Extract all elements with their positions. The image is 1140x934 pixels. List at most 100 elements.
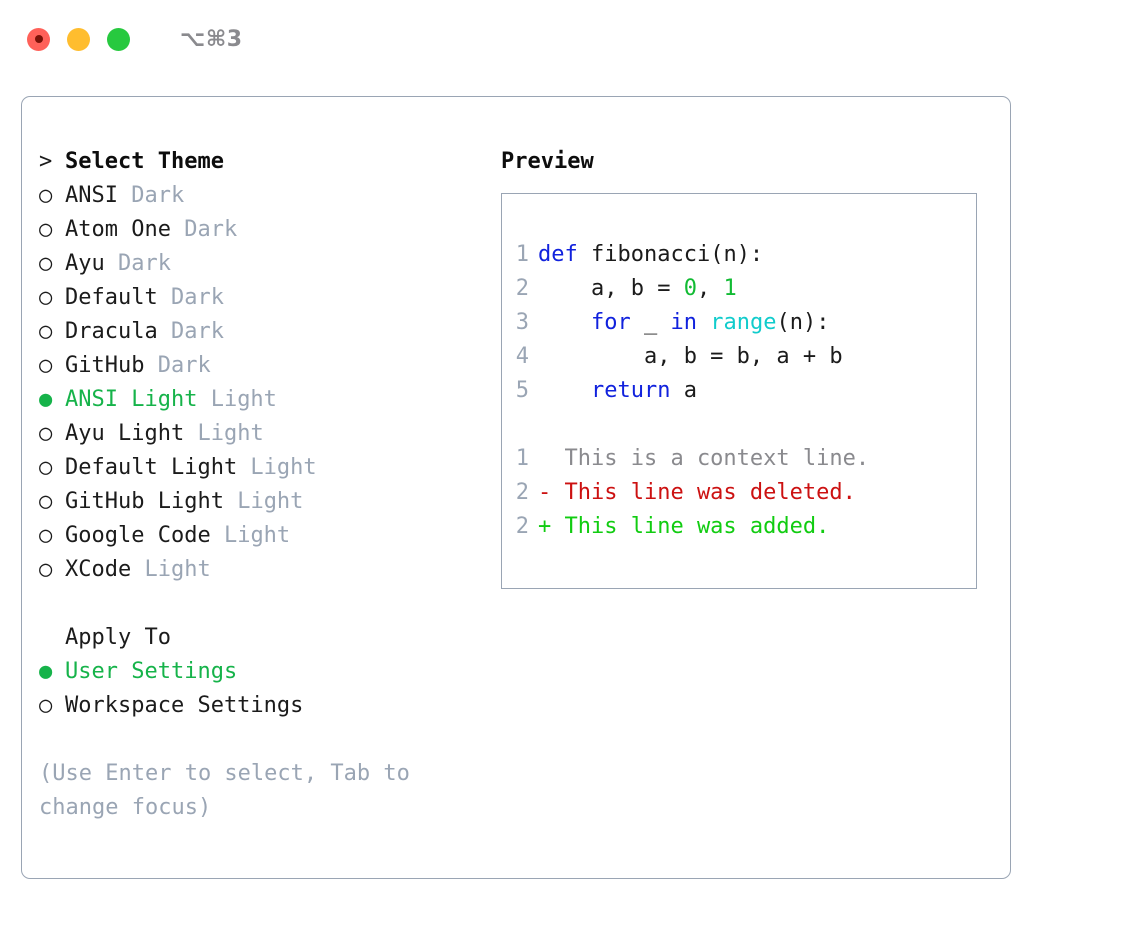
theme-item-label: ANSI Light (65, 387, 198, 412)
code-line: 2 a, b = 0, 1 (502, 272, 976, 306)
code-line-text: a, b = b, a + b (538, 340, 843, 374)
diff-line-text: + This line was added. (538, 514, 830, 539)
radio-unselected-icon[interactable]: ○ (39, 217, 53, 242)
code-token: for (590, 310, 631, 335)
radio-unselected-icon[interactable]: ○ (39, 557, 53, 582)
code-sample: 1 def fibonacci(n): 2 a, b = 0, 1 3 for _ i… (502, 238, 976, 408)
theme-list-item[interactable]: ○ GitHub Light Light (39, 485, 489, 519)
diff-line: 1 This is a context line. (502, 442, 976, 476)
theme-item-label: Ayu Light (65, 421, 185, 446)
diff-line-text: - This line was deleted. (538, 480, 856, 505)
theme-item-variant: Light (237, 455, 317, 480)
theme-item-label: GitHub Light (65, 489, 224, 514)
theme-item-variant: Dark (104, 251, 171, 276)
theme-list-item[interactable]: ○ Default Light Light (39, 451, 489, 485)
theme-item-variant: Light (131, 557, 211, 582)
apply-to-item[interactable]: ○ Workspace Settings (39, 689, 489, 723)
theme-item-label: Default (65, 285, 158, 310)
theme-list-item[interactable]: ○ Ayu Light Light (39, 417, 489, 451)
radio-unselected-icon[interactable]: ○ (39, 523, 53, 548)
select-theme-header: > Select Theme (39, 145, 489, 179)
theme-list-item[interactable]: ○ Ayu Dark (39, 247, 489, 281)
apply-to-item[interactable]: ●User Settings (39, 655, 489, 689)
main-card: > Select Theme ○ANSI Dark○Atom One Dark○… (21, 96, 1011, 879)
theme-list-item[interactable]: ●ANSI Light Light (39, 383, 489, 417)
theme-list: ○ANSI Dark○Atom One Dark○Ayu Dark○Defaul… (39, 179, 489, 587)
diff-sample: 1 This is a context line. 2 - This line wa… (502, 442, 976, 544)
radio-unselected-icon[interactable]: ○ (39, 251, 53, 276)
apply-to-item-label: Workspace Settings (65, 693, 304, 718)
code-token: 1 (723, 276, 737, 301)
theme-item-variant: Dark (157, 285, 224, 310)
line-number: 1 (515, 242, 529, 267)
theme-item-variant: Light (223, 489, 304, 514)
line-number: 5 (515, 378, 529, 403)
code-line-text: return a (538, 374, 697, 408)
theme-item-label: Google Code (65, 523, 211, 548)
line-number: 2 (515, 276, 529, 301)
diff-line: 2 + This line was added. (502, 510, 976, 544)
zoom-button-icon[interactable] (107, 27, 130, 51)
theme-list-item[interactable]: ○ XCode Light (39, 553, 489, 587)
code-line-text: for _ in range(n): (538, 306, 829, 340)
theme-list-item[interactable]: ○ANSI Dark (39, 179, 489, 213)
preview-panel: 1 def fibonacci(n): 2 a, b = 0, 1 3 for _ i… (501, 193, 977, 589)
theme-item-label: XCode (65, 557, 132, 582)
code-token: a (670, 378, 697, 403)
theme-item-variant: Light (184, 421, 264, 446)
prompt-marker-icon: > (39, 149, 53, 174)
keyboard-shortcut-label: ⌥⌘3 (180, 26, 243, 52)
code-line: 1 def fibonacci(n): (502, 238, 976, 272)
line-number: 2 (515, 480, 529, 505)
code-token: _ (630, 310, 671, 335)
theme-item-variant: Dark (144, 353, 211, 378)
spacer (39, 587, 489, 621)
apply-to-header: Apply To (39, 621, 489, 655)
code-token: fibonacci(n): (577, 242, 764, 267)
theme-list-item[interactable]: ○Dracula Dark (39, 315, 489, 349)
radio-unselected-icon[interactable]: ○ (39, 693, 53, 718)
diff-line: 2 - This line was deleted. (502, 476, 976, 510)
theme-list-item[interactable]: ○ GitHub Dark (39, 349, 489, 383)
apply-to-list: ●User Settings ○ Workspace Settings (39, 655, 489, 723)
title-bar: ⌥⌘3 (0, 0, 1140, 78)
radio-unselected-icon[interactable]: ○ (39, 285, 53, 310)
code-token: return (590, 378, 671, 403)
theme-selector-column: > Select Theme ○ANSI Dark○Atom One Dark○… (39, 145, 489, 825)
theme-item-label: Default Light (65, 455, 238, 480)
code-token (538, 378, 591, 403)
theme-item-label: Ayu (65, 251, 105, 276)
radio-selected-icon[interactable]: ● (39, 387, 53, 412)
code-token: 0 (683, 276, 697, 301)
code-line-text: a, b = 0, 1 (538, 272, 737, 306)
radio-unselected-icon[interactable]: ○ (39, 183, 53, 208)
close-button-icon[interactable] (27, 27, 50, 51)
radio-unselected-icon[interactable]: ○ (39, 421, 53, 446)
code-token: def (538, 242, 578, 267)
preview-title: Preview (501, 149, 594, 174)
code-token: in (670, 310, 697, 335)
code-token (697, 310, 710, 335)
radio-unselected-icon[interactable]: ○ (39, 353, 53, 378)
theme-item-variant: Dark (117, 183, 185, 208)
theme-item-variant: Dark (170, 217, 238, 242)
code-token: a, b = (538, 276, 684, 301)
recording-indicator-icon (34, 35, 43, 43)
line-number: 2 (515, 514, 529, 539)
radio-unselected-icon[interactable]: ○ (39, 455, 53, 480)
theme-item-label: Dracula (65, 319, 158, 344)
theme-list-item[interactable]: ○ Default Dark (39, 281, 489, 315)
radio-unselected-icon[interactable]: ○ (39, 319, 53, 344)
radio-selected-icon[interactable]: ● (39, 659, 53, 684)
minimize-button-icon[interactable] (67, 27, 90, 51)
theme-item-label: GitHub (65, 353, 145, 378)
code-token: a, b = b, a + b (538, 344, 843, 369)
radio-unselected-icon[interactable]: ○ (39, 489, 53, 514)
theme-item-variant: Light (210, 523, 291, 548)
theme-list-item[interactable]: ○ Google Code Light (39, 519, 489, 553)
code-token: , (696, 276, 724, 301)
theme-list-item[interactable]: ○Atom One Dark (39, 213, 489, 247)
line-number: 3 (515, 310, 529, 335)
line-number: 4 (515, 344, 529, 369)
